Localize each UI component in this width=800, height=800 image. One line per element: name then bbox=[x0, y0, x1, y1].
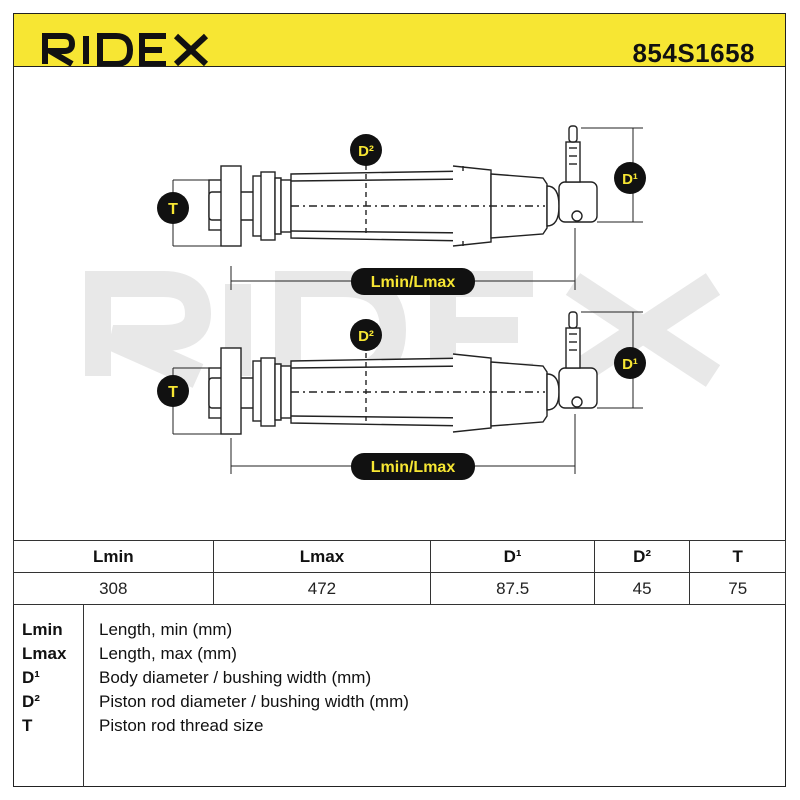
spec-header-row: Lmin Lmax D¹ D² T bbox=[13, 540, 786, 573]
part-number: 854S1658 bbox=[632, 38, 755, 68]
svg-text:Lmin/Lmax: Lmin/Lmax bbox=[371, 459, 456, 476]
legend-desc: Body diameter / bushing width (mm) bbox=[99, 668, 372, 687]
lower-shock-absorber bbox=[208, 311, 598, 435]
legend-separator bbox=[83, 605, 84, 787]
t-badge-lower: T bbox=[157, 375, 189, 407]
header-t: T bbox=[689, 540, 786, 573]
svg-text:D²: D² bbox=[358, 143, 374, 160]
ridex-logo bbox=[42, 33, 209, 66]
length-badge-upper: Lmin/Lmax bbox=[351, 268, 475, 295]
t-badge-upper: T bbox=[157, 192, 189, 224]
d1-badge-upper: D¹ bbox=[614, 162, 646, 194]
spec-table: Lmin Lmax D¹ D² T 308 472 87.5 45 75 bbox=[13, 540, 786, 605]
legend-key: D¹ bbox=[22, 668, 40, 687]
legend-desc: Piston rod diameter / bushing width (mm) bbox=[99, 692, 409, 711]
svg-text:T: T bbox=[168, 201, 178, 218]
length-badge-lower: Lmin/Lmax bbox=[351, 453, 475, 480]
header-d2: D² bbox=[593, 540, 691, 573]
legend-key: T bbox=[22, 716, 33, 735]
legend-desc: Piston rod thread size bbox=[99, 716, 264, 735]
upper-shock-absorber bbox=[208, 125, 598, 247]
header-lmin: Lmin bbox=[13, 540, 214, 573]
value-t: 75 bbox=[689, 572, 786, 605]
legend-key: Lmin bbox=[22, 620, 63, 639]
legend-key: Lmax bbox=[22, 644, 67, 663]
header-bar: 854S1658 bbox=[13, 13, 786, 68]
legend-desc: Length, max (mm) bbox=[99, 644, 237, 663]
d1-badge-lower: D¹ bbox=[614, 347, 646, 379]
value-lmin: 308 bbox=[13, 572, 214, 605]
shock-absorber-drawing: T D² D¹ Lmin/Lmax T D² D¹ Lmin/Lmax bbox=[85, 125, 721, 480]
d2-badge-lower: D² bbox=[350, 319, 382, 351]
d2-badge-upper: D² bbox=[350, 134, 382, 166]
svg-text:D¹: D¹ bbox=[622, 171, 638, 188]
svg-text:D¹: D¹ bbox=[622, 356, 638, 373]
header-d1: D¹ bbox=[430, 540, 595, 573]
svg-text:D²: D² bbox=[358, 328, 374, 345]
legend-desc: Length, min (mm) bbox=[99, 620, 233, 639]
spec-value-row: 308 472 87.5 45 75 bbox=[13, 572, 786, 605]
svg-text:Lmin/Lmax: Lmin/Lmax bbox=[371, 274, 456, 291]
value-lmax: 472 bbox=[212, 572, 432, 605]
svg-text:T: T bbox=[168, 384, 178, 401]
value-d1: 87.5 bbox=[430, 572, 595, 605]
legend-key: D² bbox=[22, 692, 40, 711]
value-d2: 45 bbox=[593, 572, 691, 605]
header-lmax: Lmax bbox=[212, 540, 432, 573]
